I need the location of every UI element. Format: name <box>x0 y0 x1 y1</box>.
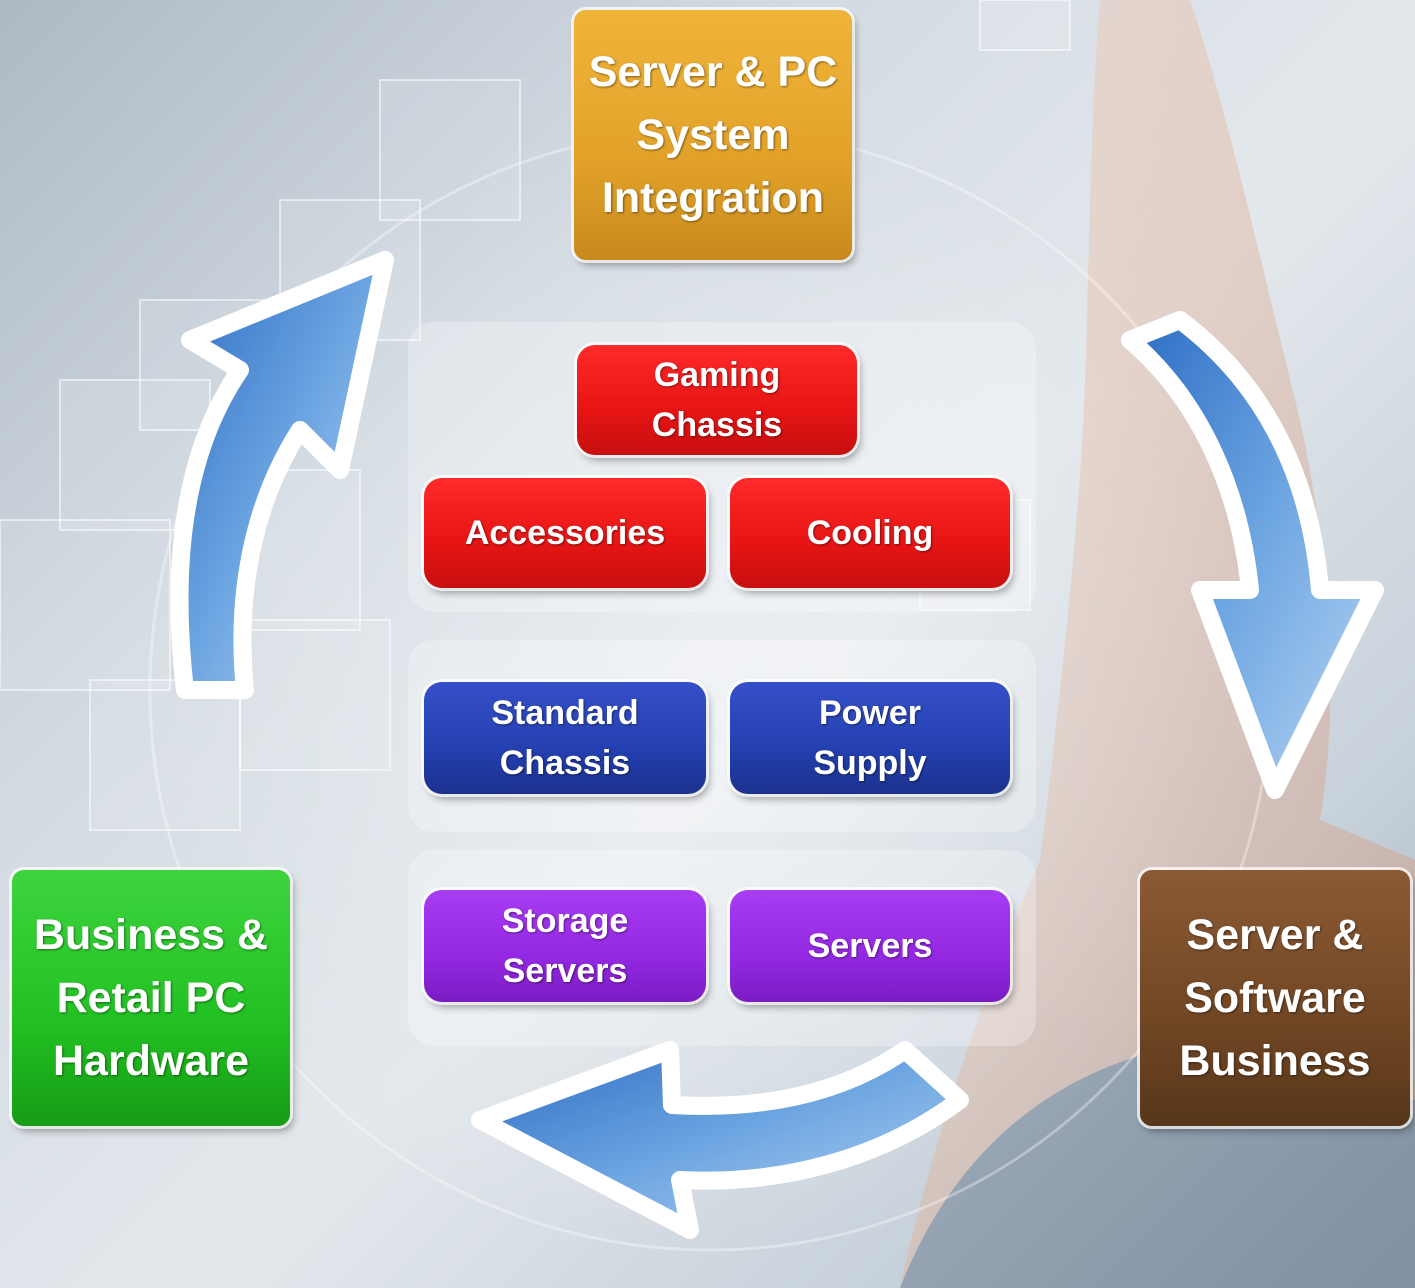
storage-servers-box: Storage Servers <box>424 890 706 1002</box>
gaming-chassis-box: Gaming Chassis <box>577 345 857 455</box>
cycle-arrow-up-left <box>170 251 394 699</box>
standard-chassis-box: Standard Chassis <box>424 682 706 794</box>
cycle-arrow-right-down <box>1121 311 1384 799</box>
servers-box: Servers <box>730 890 1010 1002</box>
server-software-business-box: Server & Software Business <box>1140 870 1410 1126</box>
server-pc-system-integration-box: Server & PC System Integration <box>574 10 852 260</box>
accessories-box: Accessories <box>424 478 706 588</box>
business-retail-pc-hardware-box: Business & Retail PC Hardware <box>12 870 290 1126</box>
cooling-box: Cooling <box>730 478 1010 588</box>
power-supply-box: Power Supply <box>730 682 1010 794</box>
cycle-arrow-bottom-left <box>471 1041 969 1239</box>
